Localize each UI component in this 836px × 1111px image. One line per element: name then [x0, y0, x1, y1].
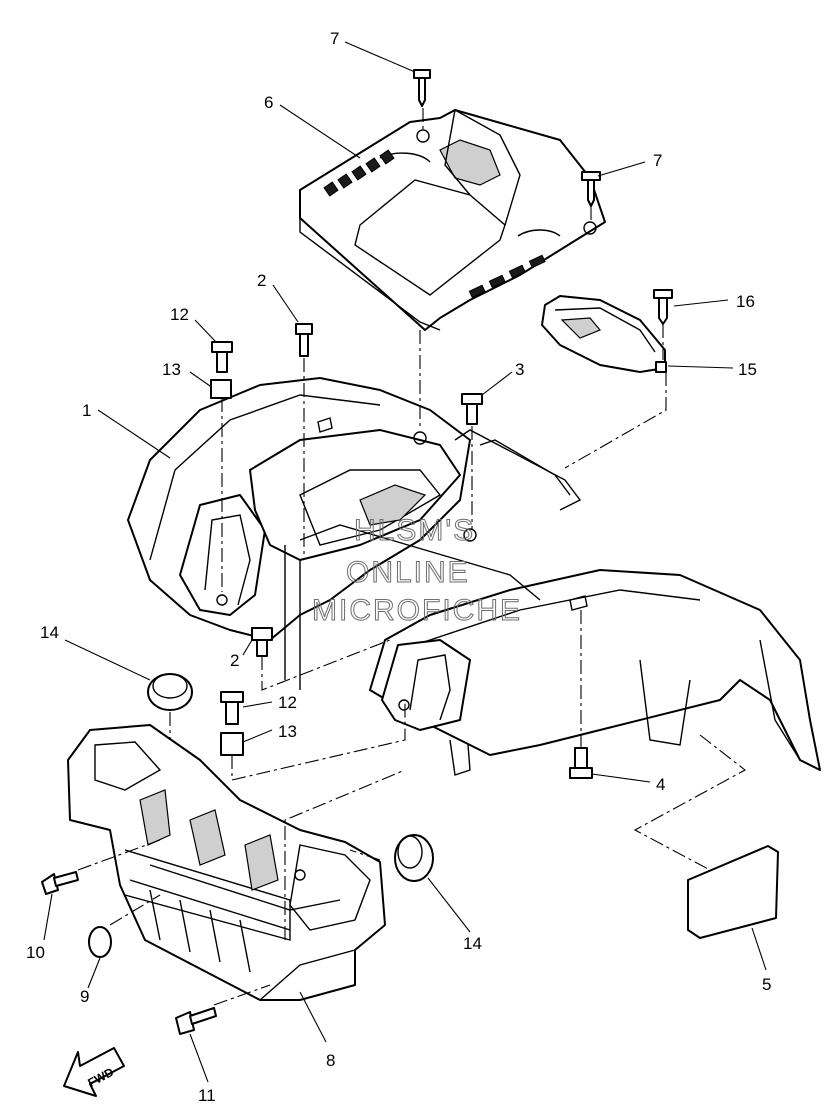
watermark-line-2: ONLINE	[346, 556, 470, 589]
leader-lines	[43, 41, 767, 1083]
callout-9: 9	[80, 987, 89, 1006]
fwd-arrow-marker: FWD	[63, 1047, 125, 1097]
bolt-4	[569, 747, 593, 779]
watermark: HLSM'S ONLINE MICROFICHE	[312, 514, 522, 628]
callout-12-lower: 12	[278, 693, 297, 712]
callout-16: 16	[736, 292, 755, 311]
label-5	[687, 845, 779, 939]
callout-12-upper: 12	[170, 305, 189, 324]
assembly-lines	[77, 108, 747, 1006]
bolt-12-lower	[220, 691, 244, 725]
collar-13-lower	[220, 732, 244, 756]
part-6-top-cover	[299, 109, 606, 331]
watermark-line-3: MICROFICHE	[312, 594, 522, 627]
callouts: 7 6 7 2 12 16 15 13 3 1 14 2 12 13 4 14 …	[26, 29, 771, 1105]
bolt-11	[175, 1007, 217, 1035]
callout-2-upper: 2	[257, 271, 266, 290]
callout-5: 5	[762, 975, 771, 994]
grommet-14-left	[147, 673, 193, 711]
callout-3: 3	[515, 360, 524, 379]
bolt-10	[41, 871, 79, 895]
screw-7-upper	[413, 69, 431, 107]
callout-8: 8	[326, 1051, 335, 1070]
watermark-line-1: HLSM'S	[354, 514, 475, 547]
part-8-front-guard	[67, 724, 386, 1001]
part-15-bracket	[541, 295, 667, 373]
callout-14-left: 14	[40, 623, 59, 642]
plug-9	[88, 926, 112, 958]
callout-7-right: 7	[653, 151, 662, 170]
callout-10: 10	[26, 943, 45, 962]
callout-1: 1	[82, 401, 91, 420]
grommet-14-right	[394, 834, 434, 882]
bolt-2-lower	[251, 627, 273, 657]
bolt-3	[461, 393, 483, 425]
callout-7-upper: 7	[330, 29, 339, 48]
clip-16	[653, 289, 673, 325]
callout-14-right: 14	[463, 934, 482, 953]
bolt-2-upper	[295, 323, 313, 357]
callout-13-upper: 13	[162, 360, 181, 379]
callout-2-lower: 2	[230, 651, 239, 670]
screw-7-right	[581, 171, 601, 207]
callout-13-lower: 13	[278, 722, 297, 741]
collar-13-upper	[210, 379, 232, 399]
callout-6: 6	[264, 93, 273, 112]
bolt-12-upper	[211, 341, 233, 373]
callout-15: 15	[738, 360, 757, 379]
callout-11: 11	[198, 1086, 216, 1105]
callout-4: 4	[656, 775, 665, 794]
